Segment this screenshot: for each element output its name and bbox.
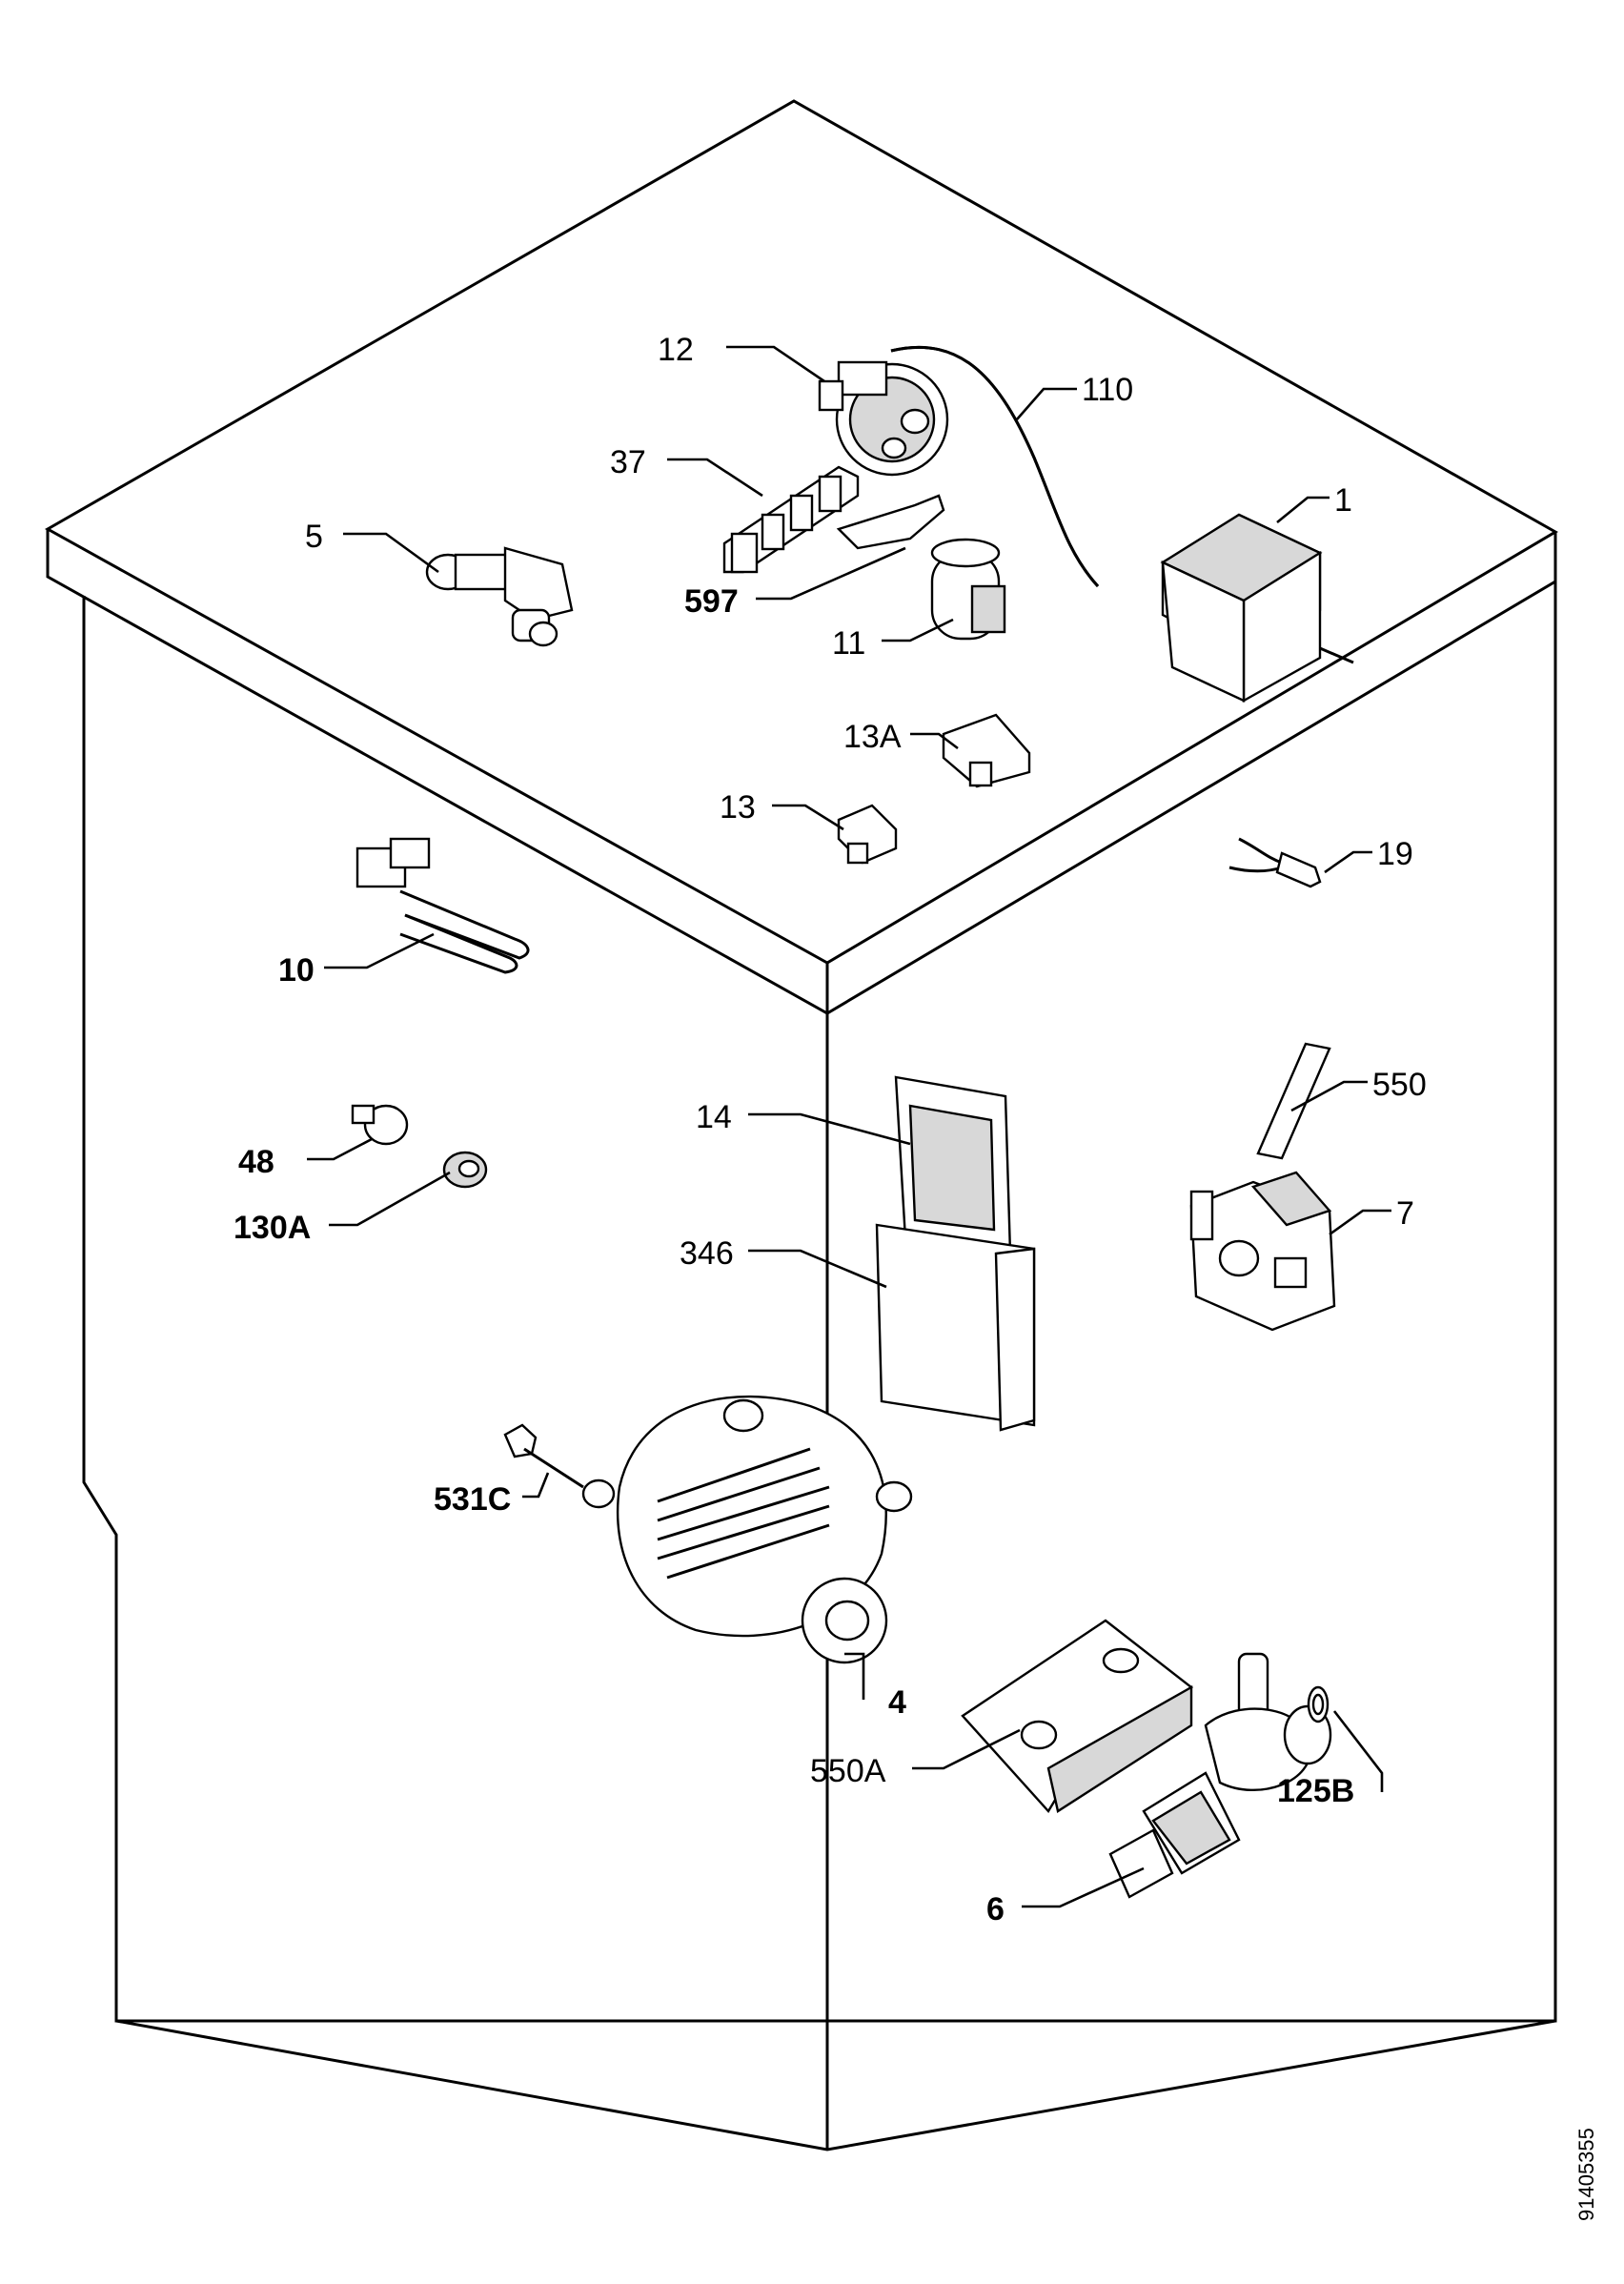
terminal-block-part: [722, 465, 860, 574]
callout-11: 11: [832, 625, 865, 662]
clip-part: [836, 494, 945, 550]
callout-13a: 13A: [843, 719, 902, 755]
callout-48: 48: [238, 1144, 274, 1180]
leader-lines: [307, 345, 1391, 1908]
callout-10: 10: [278, 952, 315, 989]
callout-6: 6: [986, 1891, 1005, 1927]
nut-part: [442, 1151, 488, 1189]
callout-5: 5: [305, 519, 323, 555]
callout-12: 12: [658, 332, 694, 368]
door-switch-part: [351, 1104, 409, 1146]
callout-597: 597: [684, 583, 739, 620]
callout-550a: 550A: [810, 1753, 886, 1789]
callout-1: 1: [1334, 482, 1352, 519]
callout-531c: 531C: [434, 1481, 511, 1518]
detergent-dispenser-part: [875, 1075, 1036, 1432]
pump-cover-part: [961, 1619, 1194, 1814]
callout-labels: 12 110 37 5 597 11 1 13A 13 19 10 48 130…: [233, 332, 1427, 1927]
callout-110: 110: [1082, 372, 1133, 408]
callout-4: 4: [888, 1684, 906, 1721]
callout-7: 7: [1396, 1195, 1414, 1232]
document-number: 91405355: [1574, 2128, 1598, 2221]
door-lock-part: [1189, 1042, 1336, 1332]
inlet-valve-part: [425, 546, 574, 647]
connector-13a-part: [942, 713, 1031, 788]
drain-pump-part: [1108, 1652, 1332, 1899]
capacitor-part: [930, 538, 1006, 641]
programmer-timer-part: [1160, 513, 1354, 704]
callout-13: 13: [720, 789, 756, 826]
callout-37: 37: [610, 444, 646, 480]
callout-14: 14: [696, 1099, 732, 1135]
callout-346: 346: [680, 1235, 734, 1272]
callout-550: 550: [1372, 1067, 1427, 1103]
callout-19: 19: [1377, 836, 1413, 872]
heating-element-part: [355, 837, 530, 974]
connector-13-part: [837, 804, 898, 865]
sensor-part: [1228, 837, 1322, 888]
cabinet-outline: [44, 99, 1558, 2151]
pressure-switch-part: [818, 360, 949, 477]
seal-ring-part: [1307, 1685, 1330, 1723]
screw-part: [503, 1423, 584, 1489]
callout-130a: 130A: [233, 1210, 311, 1246]
callout-125b: 125B: [1277, 1773, 1354, 1809]
motor-part: [581, 1395, 913, 1664]
